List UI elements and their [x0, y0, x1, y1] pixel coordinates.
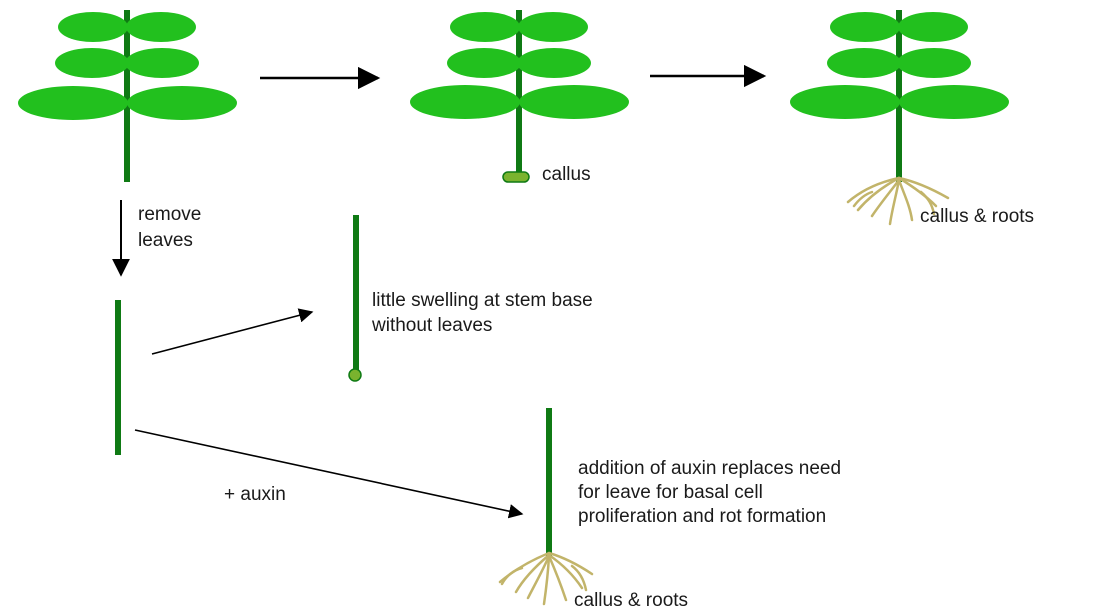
leaf [127, 86, 237, 120]
leaf [897, 48, 971, 78]
plant-with-roots [790, 10, 1009, 224]
leaf [410, 85, 520, 119]
label-leaves: leaves [138, 230, 193, 251]
leaf [55, 48, 129, 78]
leaf [899, 85, 1009, 119]
label-auxin-desc-2: for leave for basal cell [578, 482, 763, 503]
label-auxin-desc-3: proliferation and rot formation [578, 506, 826, 527]
label-auxin-desc-1: addition of auxin replaces need [578, 458, 841, 479]
label-callus-roots-top: callus & roots [920, 206, 1034, 227]
leaf [517, 48, 591, 78]
label-swelling-2: without leaves [371, 315, 492, 336]
label-swelling-1: little swelling at stem base [372, 290, 593, 311]
arrow-diagonal-down [135, 430, 522, 514]
label-callus-roots-bottom: callus & roots [574, 590, 688, 611]
leaf [126, 12, 196, 42]
leaf [450, 12, 520, 42]
leaf [125, 48, 199, 78]
leaf [898, 12, 968, 42]
callus-swelling [503, 172, 529, 182]
plant-with-callus [410, 10, 629, 182]
leaf [58, 12, 128, 42]
leaf [790, 85, 900, 119]
leaf [18, 86, 128, 120]
leaf [447, 48, 521, 78]
stem-little-swelling [349, 215, 361, 381]
leaf [827, 48, 901, 78]
swelling [349, 369, 361, 381]
arrow-diagonal-up [152, 312, 312, 354]
label-auxin: + auxin [224, 484, 286, 505]
leaf [518, 12, 588, 42]
leaf [519, 85, 629, 119]
label-callus: callus [542, 164, 591, 185]
plant-intact [18, 10, 237, 182]
label-remove: remove [138, 204, 201, 225]
leaf [830, 12, 900, 42]
